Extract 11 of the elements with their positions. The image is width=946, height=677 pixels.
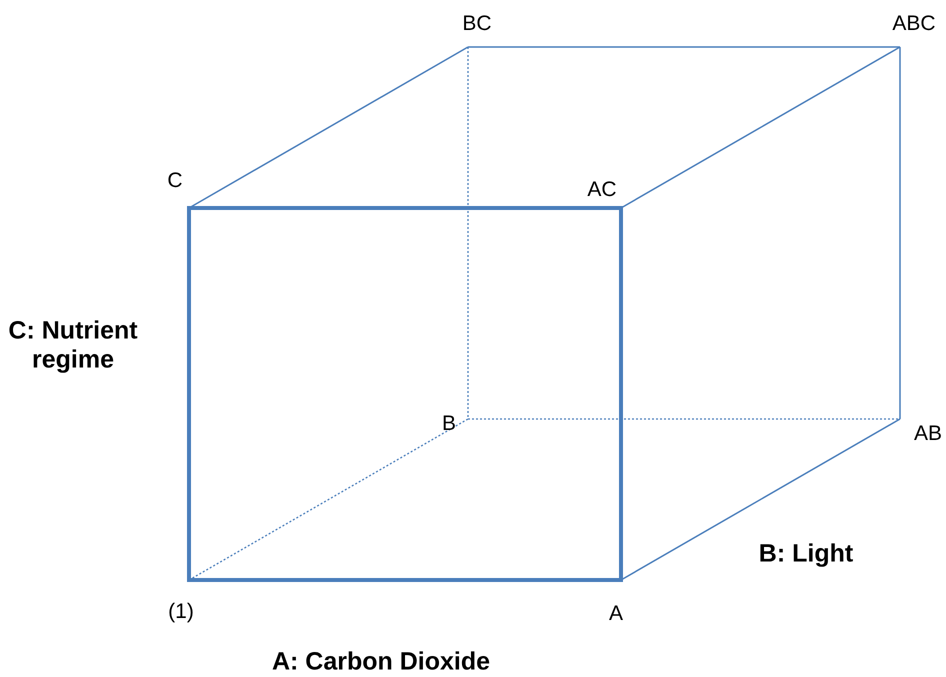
corner-label: (1) (168, 600, 194, 624)
corner-label: AC (587, 178, 617, 202)
corner-label: A (609, 602, 623, 626)
corner-label: B (442, 412, 456, 436)
corner-label: BC (462, 12, 492, 36)
corner-label: C (167, 168, 183, 194)
axis-label: A: Carbon Dioxide (272, 648, 490, 676)
axis-label: B: Light (758, 540, 854, 568)
corner-label: ABC (892, 12, 936, 36)
corner-label: AB (914, 422, 942, 446)
axis-label: C: Nutrient regime (7, 316, 139, 374)
